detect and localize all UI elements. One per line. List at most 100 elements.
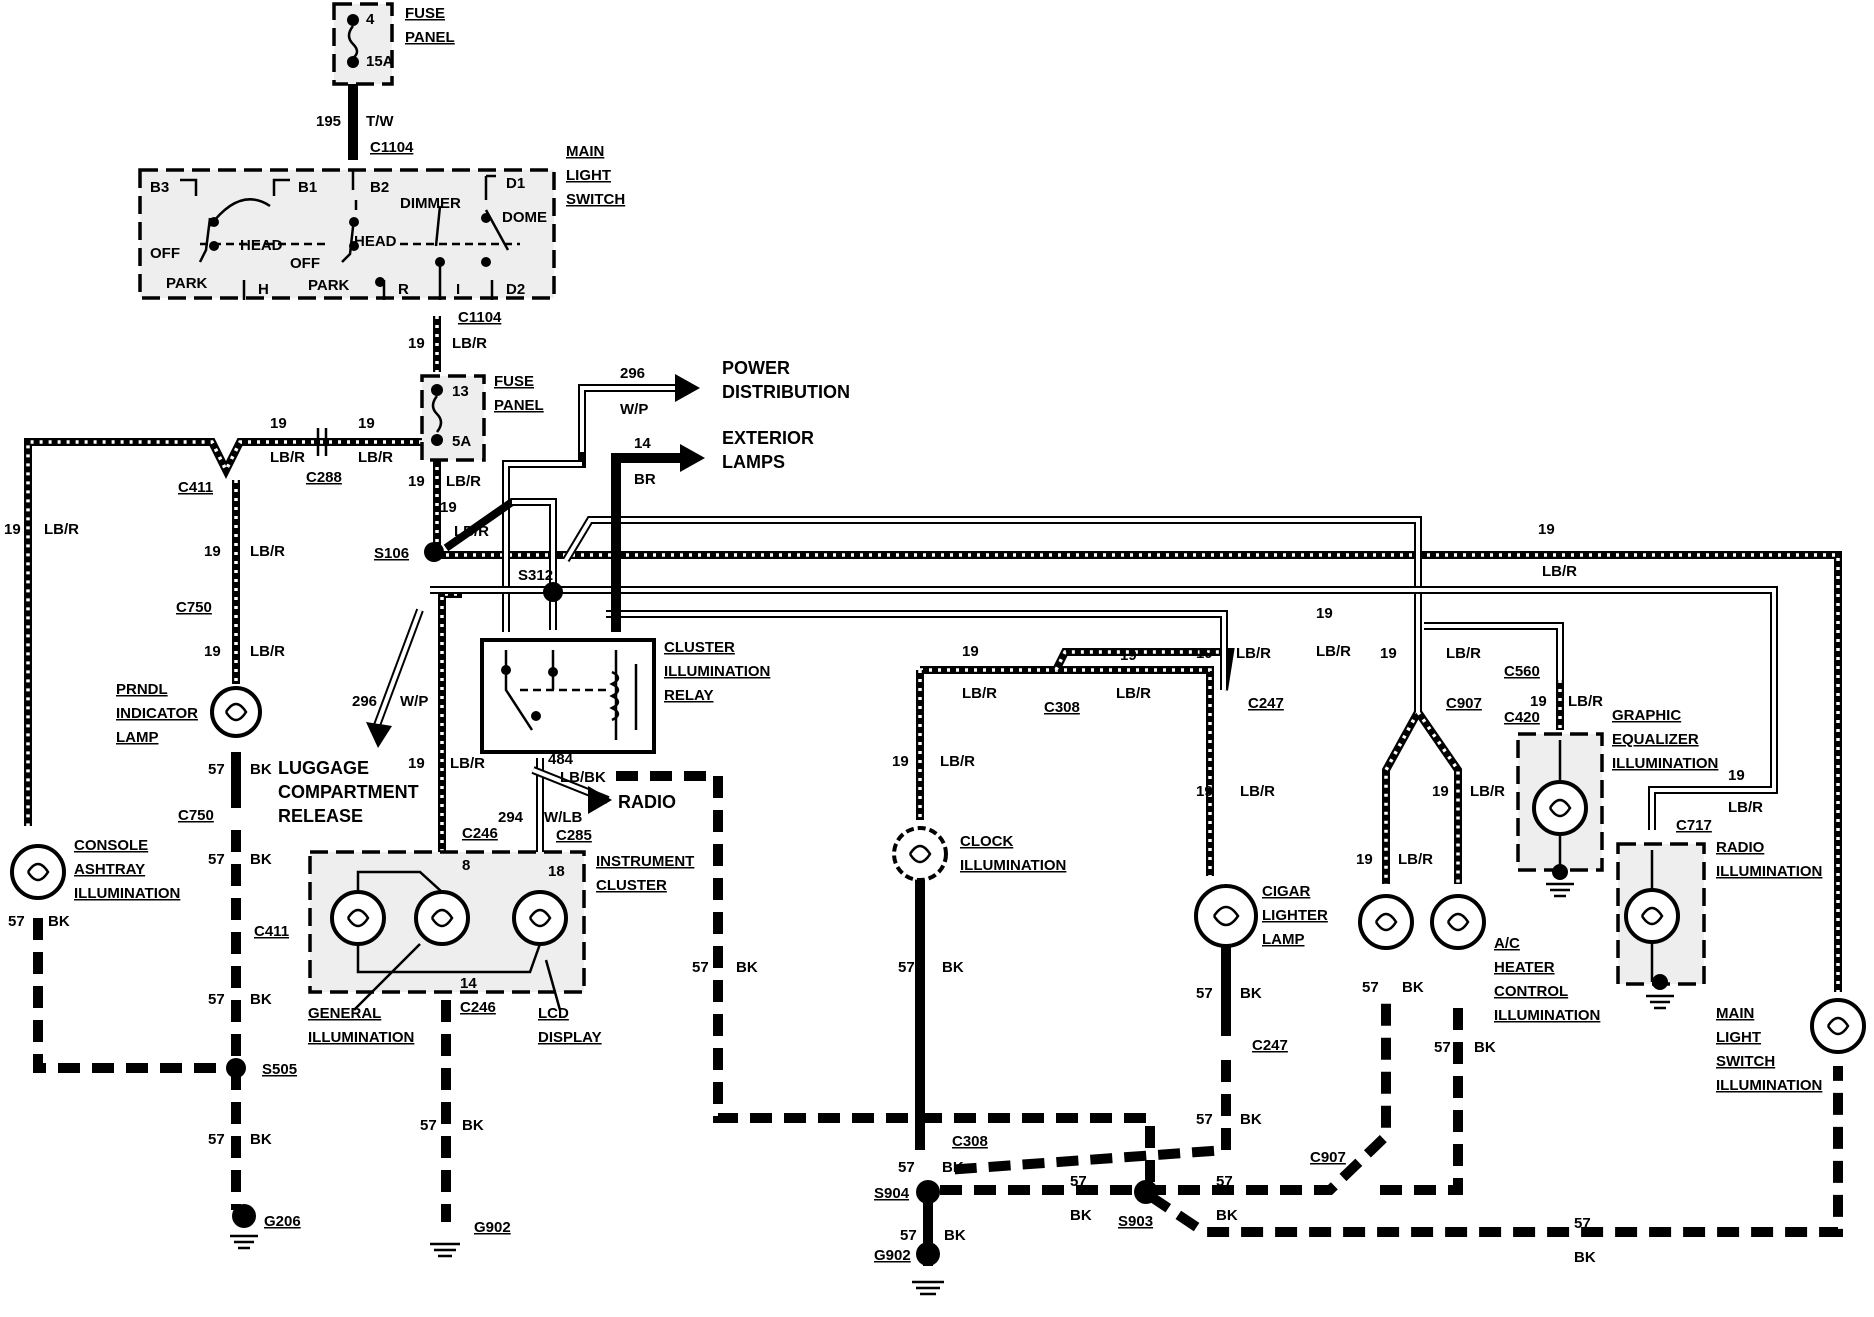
wire-57-d: 57: [208, 1131, 225, 1148]
solid-wires: [231, 82, 1231, 1266]
wire-19-p: 19: [1316, 605, 1333, 622]
wire-19-b: 19: [408, 473, 425, 490]
wire-bk-b: BK: [250, 851, 272, 868]
relay-label-3: RELAY: [664, 687, 713, 704]
exterior-label-2: LAMPS: [722, 452, 785, 472]
cigar-label-2: LIGHTER: [1262, 907, 1328, 924]
clock-label-2: ILLUMINATION: [960, 857, 1066, 874]
left-branch: 19 19 LB/R LB/R C288 C411 19 LB/R 19 LB/…: [4, 415, 393, 1250]
mls-label-1: MAIN: [1716, 1005, 1754, 1022]
connector-c750-top: C750: [176, 599, 212, 616]
wire-19-h: 19: [204, 643, 221, 660]
wire-57-i: 57: [1196, 1111, 1213, 1128]
splice-s106-icon: [424, 542, 444, 562]
fuse-top-rating: 15A: [366, 53, 394, 70]
fuse-panel-mid: 13 5A FUSE PANEL 19 LB/R LB/R 19: [408, 373, 544, 540]
radio-label-2: ILLUMINATION: [1716, 863, 1822, 880]
ground-wires: [33, 771, 1843, 1237]
radio-lamp-icon: [1624, 888, 1680, 944]
mls-label-2: LIGHT: [1716, 1029, 1761, 1046]
wire-14-a: 14: [634, 435, 651, 452]
splice-s903-icon: [1134, 1180, 1158, 1204]
wire-bk-k: BK: [1474, 1039, 1496, 1056]
equalizer-label-3: ILLUMINATION: [1612, 755, 1718, 772]
fuse-top-label-2: PANEL: [405, 29, 455, 46]
console-label-1: CONSOLE: [74, 837, 148, 854]
prndl-label-3: LAMP: [116, 729, 159, 746]
wire-bk-i: BK: [1240, 1111, 1262, 1128]
wire-19-j: 19: [962, 643, 979, 660]
wire-wp-a: W/P: [620, 401, 648, 418]
fuse-mid-label-1: FUSE: [494, 373, 534, 390]
connector-c1104-bottom: C1104: [458, 309, 502, 326]
wire-lbr-d: LB/R: [270, 449, 305, 466]
wire-19-l: 19: [1196, 645, 1213, 662]
connector-c288: C288: [306, 469, 342, 486]
switch-term-d1: D1: [506, 175, 525, 192]
wire-wlb: W/LB: [544, 809, 582, 826]
wire-19-t: 19: [1530, 693, 1547, 710]
switch-term-h: H: [258, 281, 269, 298]
wire-296-a: 296: [620, 365, 645, 382]
lcd-label-2: DISPLAY: [538, 1029, 602, 1046]
wire-19-k: 19: [1120, 647, 1137, 664]
wire-484: 484: [548, 751, 574, 768]
cigar-label-1: CIGAR: [1262, 883, 1311, 900]
splice-s312-icon: [543, 582, 563, 602]
instrument-label-2: CLUSTER: [596, 877, 667, 894]
lbr-wires: [24, 316, 1842, 992]
instrument-label-1: INSTRUMENT: [596, 853, 694, 870]
equalizer-label-2: EQUALIZER: [1612, 731, 1699, 748]
ac-label-4: ILLUMINATION: [1494, 1007, 1600, 1024]
fuse-mid-cavity: 13: [452, 383, 469, 400]
wire-lbr-a: LB/R: [452, 335, 487, 352]
connector-c285: C285: [556, 827, 592, 844]
wire-195: 195: [316, 113, 341, 130]
luggage-label-3: RELEASE: [278, 806, 363, 826]
wire-lbr-i: LB/R: [450, 755, 485, 772]
ac-label-1: A/C: [1494, 935, 1520, 952]
double-cables: [372, 384, 1778, 852]
equalizer-label-1: GRAPHIC: [1612, 707, 1681, 724]
center-top: S106 S312 296 W/P POWER DISTRIBUTION 14 …: [374, 358, 850, 602]
wire-57-l: 57: [692, 959, 709, 976]
switch-term-b3: B3: [150, 179, 169, 196]
console-label-3: ILLUMINATION: [74, 885, 180, 902]
wire-19-f: 19: [4, 521, 21, 538]
main-light-switch: B3 B1 B2 D1 DIMMER DOME OFF HEAD PARK H …: [138, 143, 625, 352]
wire-57-j: 57: [1362, 979, 1379, 996]
wire-57-g: 57: [898, 959, 915, 976]
clock-label-1: CLOCK: [960, 833, 1013, 850]
general-lamp-1-icon: [330, 890, 386, 946]
connector-c1104-top: C1104: [370, 139, 414, 156]
wire-19-d: 19: [270, 415, 287, 432]
mls-lamp-icon: [1810, 998, 1866, 1054]
switch-term-off-1: OFF: [150, 245, 180, 262]
ground-g902-right: G902: [874, 1247, 911, 1264]
wire-57-a: 57: [208, 761, 225, 778]
wire-296-b: 296: [352, 693, 377, 710]
switch-label-2: LIGHT: [566, 167, 611, 184]
fuse-top-label-1: FUSE: [405, 5, 445, 22]
wire-bk-c: BK: [250, 991, 272, 1008]
lcd-label-1: LCD: [538, 1005, 569, 1022]
ac-lamp-1-icon: [1358, 894, 1414, 950]
connector-c907-bottom: C907: [1310, 1149, 1346, 1166]
connector-c717: C717: [1676, 817, 1712, 834]
wire-19-r: 19: [1356, 851, 1373, 868]
wire-19-e: 19: [358, 415, 375, 432]
wire-18: 18: [548, 863, 565, 880]
switch-term-head-1: HEAD: [240, 237, 283, 254]
splice-s903: S903: [1118, 1213, 1153, 1230]
prndl-label-1: PRNDL: [116, 681, 168, 698]
general-label-2: ILLUMINATION: [308, 1029, 414, 1046]
wire-bk-h: BK: [1240, 985, 1262, 1002]
wire-57-n: 57: [1070, 1173, 1087, 1190]
splice-s505-icon: [226, 1058, 246, 1078]
mls-label-3: SWITCH: [1716, 1053, 1775, 1070]
wire-lbr-b: LB/R: [446, 473, 481, 490]
wire-lbr-l: LB/R: [1236, 645, 1271, 662]
connector-c560: C560: [1504, 663, 1540, 680]
wire-57-h: 57: [1196, 985, 1213, 1002]
